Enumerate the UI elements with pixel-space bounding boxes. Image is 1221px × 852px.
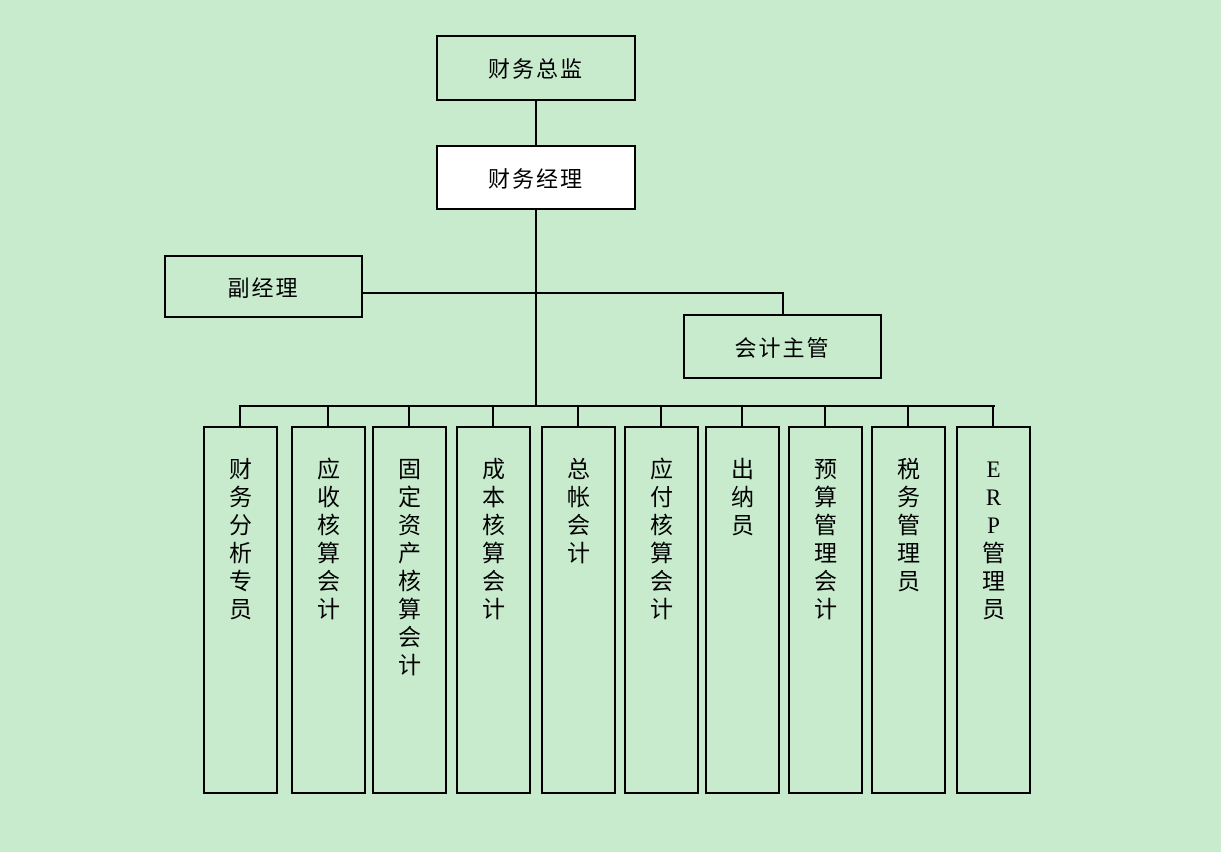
node-budget-management-accountant: 预算管理会计 [788,426,863,794]
connector-director-to-manager [535,100,537,146]
connector-stub-3 [408,405,410,427]
connector-stub-10 [992,405,994,427]
connector-stub-6 [660,405,662,427]
connector-stub-7 [741,405,743,427]
connector-stub-2 [327,405,329,427]
connector-stub-9 [907,405,909,427]
connector-stub-1 [239,405,241,427]
node-receivables-accountant: 应收核算会计 [291,426,366,794]
connector-manager-to-bus [535,209,537,407]
node-finance-manager: 财务经理 [436,145,636,210]
node-general-ledger-accountant: 总帐会计 [541,426,616,794]
node-deputy-manager-label: 副经理 [227,275,300,301]
connector-supervisor-drop [782,292,784,315]
node-tax-administrator: 税务管理员 [871,426,946,794]
node-deputy-manager: 副经理 [164,255,363,318]
node-fixed-asset-accountant: 固定资产核算会计 [372,426,447,794]
node-finance-director: 财务总监 [436,35,636,101]
node-cashier: 出纳员 [705,426,780,794]
node-tax-administrator-label: 税务管理员 [897,457,920,594]
node-general-ledger-accountant-label: 总帐会计 [567,457,590,566]
connector-stub-5 [577,405,579,427]
node-finance-director-label: 财务总监 [487,57,584,82]
node-payables-accountant: 应付核算会计 [624,426,699,794]
node-erp-administrator-label: ERP管理员 [982,457,1005,622]
node-financial-analysis-specialist-label: 财务分析专员 [229,457,252,622]
node-financial-analysis-specialist: 财务分析专员 [203,426,278,794]
node-erp-administrator: ERP管理员 [956,426,1031,794]
node-cost-accountant-label: 成本核算会计 [482,457,505,622]
node-budget-management-accountant-label: 预算管理会计 [814,457,837,622]
node-fixed-asset-accountant-label: 固定资产核算会计 [398,457,421,678]
connector-staff-bus [239,405,995,407]
node-accounting-supervisor: 会计主管 [683,314,882,379]
node-accounting-supervisor-label: 会计主管 [734,335,831,361]
connector-stub-4 [492,405,494,427]
connector-stub-8 [824,405,826,427]
connector-deputy-branch [362,292,784,294]
node-payables-accountant-label: 应付核算会计 [650,457,673,622]
node-finance-manager-label: 财务经理 [487,166,584,192]
node-receivables-accountant-label: 应收核算会计 [317,457,340,622]
node-cashier-label: 出纳员 [731,457,754,538]
node-cost-accountant: 成本核算会计 [456,426,531,794]
